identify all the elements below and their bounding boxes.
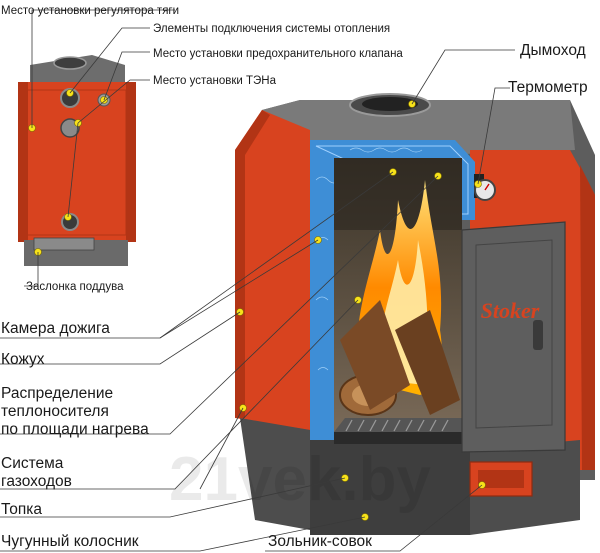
label-coolant-distribution-1: Распределение — [1, 385, 113, 402]
label-casing: Кожух — [1, 351, 45, 368]
front-door — [461, 221, 566, 453]
cast-iron-grate — [334, 418, 462, 432]
callout-labels: Место установки регулятора тяги Элементы… — [1, 5, 588, 550]
boiler-base — [240, 418, 310, 530]
firewood-logs — [339, 300, 460, 416]
door-handle — [533, 320, 543, 350]
label-thermometer: Термометр — [508, 79, 588, 96]
main-boiler-cutaway — [235, 93, 595, 535]
leader-lines — [0, 9, 515, 552]
label-firebox: Топка — [1, 501, 42, 518]
label-safety-valve: Место установки предохранительного клапа… — [153, 48, 403, 60]
label-afterburn-chamber: Камера дожига — [1, 320, 110, 337]
rear-chimney-pipe — [53, 56, 87, 70]
rear-pipe-outlet-top — [60, 88, 80, 108]
label-coolant-distribution-2: теплоносителя — [1, 403, 109, 420]
label-heater-element: Место установки ТЭНа — [153, 75, 277, 87]
label-ash-pan: Зольник-совок — [268, 533, 372, 550]
label-air-damper: Заслонка поддува — [26, 281, 124, 293]
casing-left-panel — [235, 110, 310, 430]
label-chimney: Дымоход — [520, 42, 586, 59]
brand-logo: Stoker — [481, 298, 540, 323]
label-gas-ducts-2: газоходов — [1, 473, 72, 490]
rear-view-boiler — [18, 55, 136, 266]
label-gas-ducts-1: Система — [1, 455, 64, 472]
watermark: 21vek.by — [169, 445, 432, 514]
label-cast-iron-grate: Чугунный колосник — [1, 533, 139, 550]
label-heating-connections: Элементы подключения системы отопления — [153, 23, 390, 35]
label-draft-regulator: Место установки регулятора тяги — [1, 5, 179, 17]
rear-red-panel — [18, 82, 136, 242]
label-coolant-distribution-3: по площади нагрева — [1, 421, 149, 438]
water-jacket — [310, 140, 475, 440]
rear-air-damper — [33, 237, 95, 251]
